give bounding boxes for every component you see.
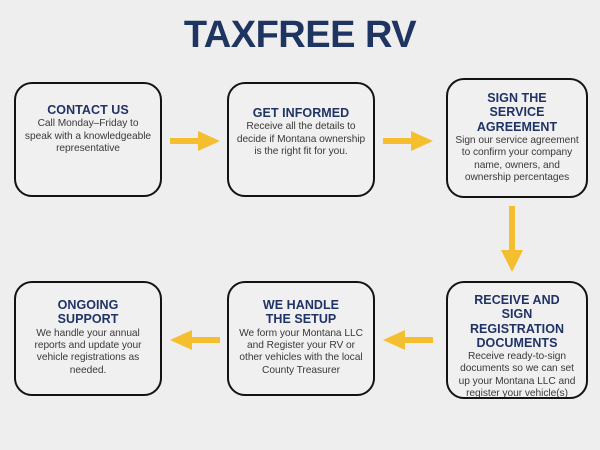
step-box-receive-sign-docs[interactable]: RECEIVE AND SIGN REGISTRATION DOCUMENTS … [446, 281, 588, 399]
step-body-receive-sign-docs: Receive ready-to-sign documents so we ca… [458, 351, 576, 399]
step-title-we-handle-setup: WE HANDLE THE SETUP [262, 298, 340, 327]
step-title-sign-agreement: SIGN THE SERVICE AGREEMENT [476, 91, 558, 134]
step-body-we-handle-setup: We form your Montana LLC and Register yo… [239, 327, 363, 376]
arrow-left-icon-receive-to-setup [383, 328, 433, 352]
step-title-ongoing-support: ONGOING SUPPORT [57, 298, 119, 327]
page-title: TAXFREE RV [183, 14, 417, 56]
step-body-get-informed: Receive all the details to decide if Mon… [236, 121, 366, 158]
step-title-receive-sign-docs: RECEIVE AND SIGN REGISTRATION DOCUMENTS [469, 293, 565, 350]
step-body-contact-us: Call Monday–Friday to speak with a knowl… [24, 118, 152, 155]
arrow-down-icon-sign-to-receive [500, 206, 524, 272]
arrow-right-icon-contact-to-informed [170, 129, 220, 153]
arrow-left-icon-setup-to-support [170, 328, 220, 352]
step-body-sign-agreement: Sign our service agreement to confirm yo… [455, 134, 579, 184]
step-box-contact-us[interactable]: CONTACT US Call Monday–Friday to speak w… [14, 82, 162, 197]
step-box-ongoing-support[interactable]: ONGOING SUPPORT We handle your annual re… [14, 281, 162, 396]
step-body-ongoing-support: We handle your annual reports and update… [34, 327, 142, 376]
step-box-sign-agreement[interactable]: SIGN THE SERVICE AGREEMENT Sign our serv… [446, 78, 588, 198]
step-box-get-informed[interactable]: GET INFORMED Receive all the details to … [227, 82, 375, 197]
step-box-we-handle-setup[interactable]: WE HANDLE THE SETUP We form your Montana… [227, 281, 375, 396]
step-title-contact-us: CONTACT US [47, 103, 129, 117]
step-title-get-informed: GET INFORMED [252, 106, 350, 120]
arrow-right-icon-informed-to-sign [383, 129, 433, 153]
